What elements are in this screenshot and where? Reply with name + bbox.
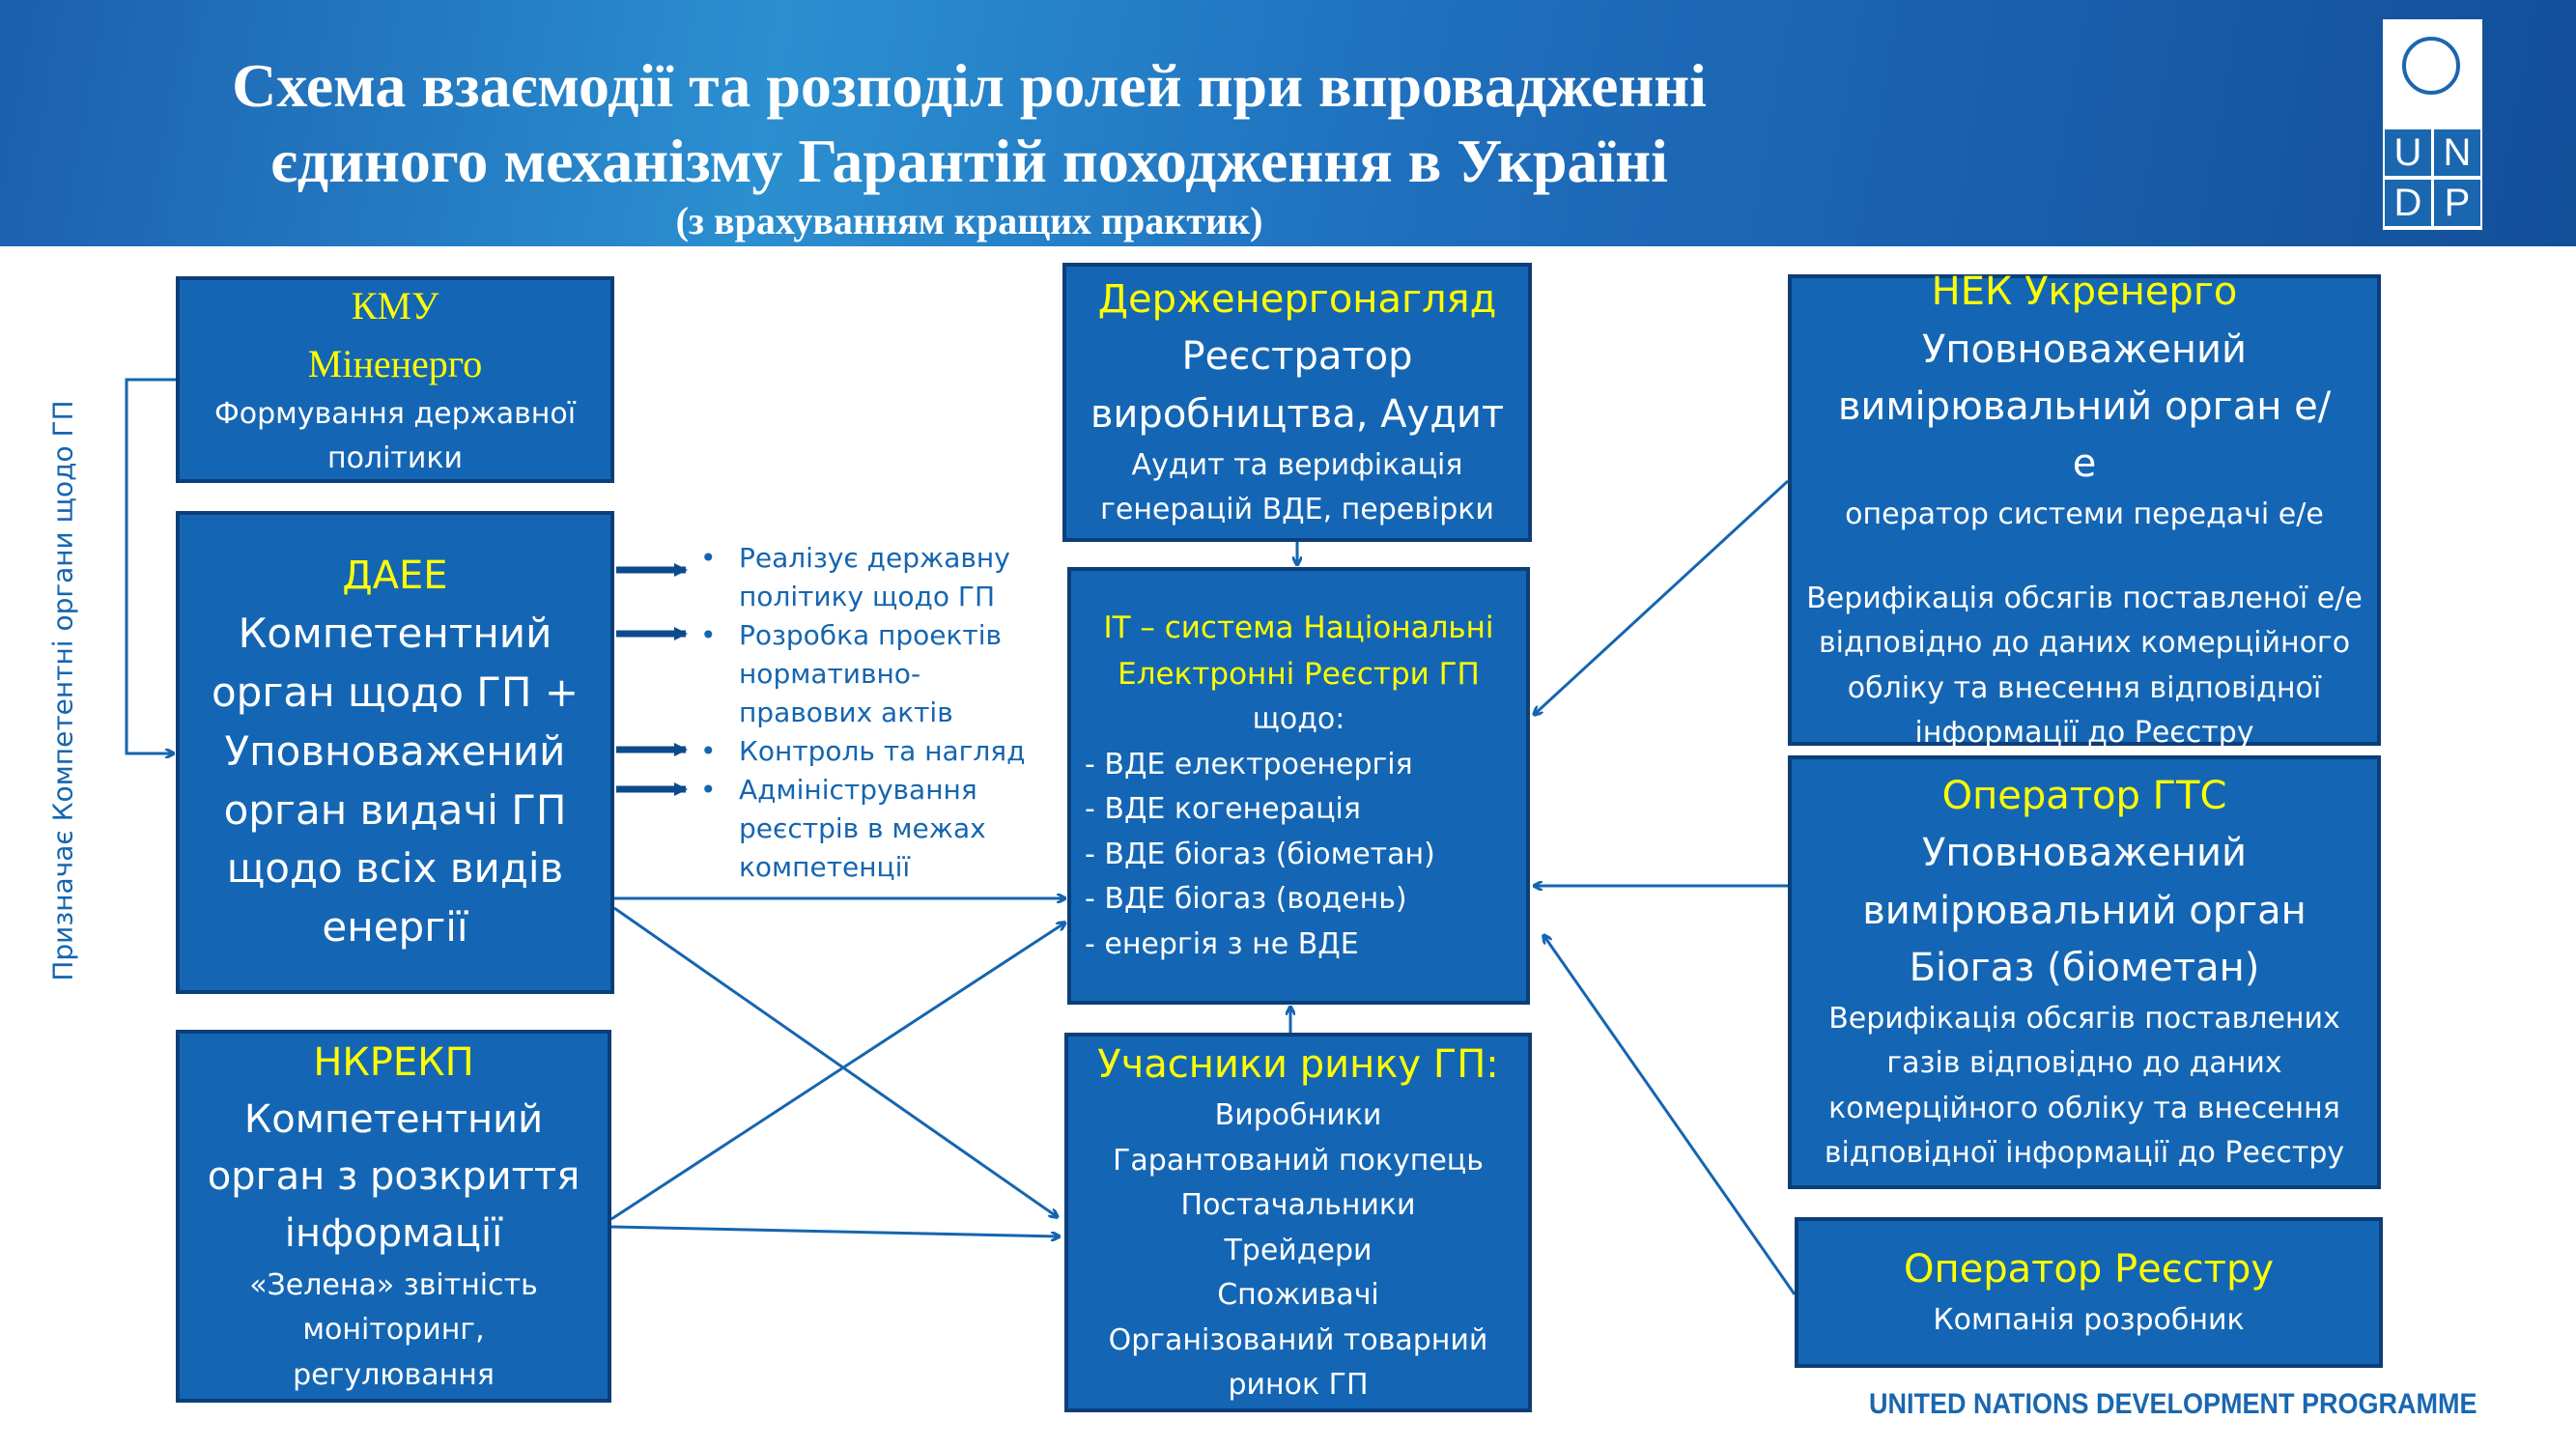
derzh-role: Реєстратор виробництва, Аудит [1090,334,1505,437]
gts-operator-box: Оператор ГТС Уповноважений вимірювальний… [1788,755,2381,1189]
arrow-nek-to-it [1534,479,1790,715]
list-item: Реалізує державну політику щодо ГП [700,539,1029,616]
list-item: - ВДЕ електроенергія [1085,747,1413,781]
nek-ukrenergo-box: НЕК Укренерго Уповноважений вимірювальни… [1788,270,2381,750]
un-emblem-icon [2402,37,2460,95]
it-title: IT – система Національні Електронні Реєс… [1103,610,1494,692]
market-participants-box: Учасники ринку ГП: Виробники Гарантовани… [1064,1033,1532,1412]
logo-letter: N [2434,129,2480,176]
derzh-title: Держенергонагляд [1097,277,1497,323]
list-item: Розробка проектів нормативно-правових ак… [700,616,1029,732]
kmu-subtitle: Міненерго [307,341,483,385]
list-item: - енергія з не ВДЕ [1085,926,1359,961]
subtitle: (з врахуванням кращих практик) [675,199,1263,242]
registry-desc: Компанія розробник [1933,1303,2245,1338]
arrow-kmu-to-daee [125,378,176,753]
gts-title: Оператор ГТС [1941,774,2227,819]
list-item: Контроль та нагляд [700,732,1029,771]
arrow-registry-to-it [1543,935,1797,1295]
nek-desc: Верифікація обсягів поставленої е/е відп… [1806,581,2363,751]
market-title: Учасники ринку ГП: [1097,1042,1499,1088]
nkrekp-note: «Зелена» звітність моніторинг, регулюван… [249,1267,538,1392]
nek-sub: оператор системи передачі е/е [1845,497,2324,532]
list-item: - ВДЕ когенерація [1085,792,1361,827]
list-item: Трейдери [1224,1233,1373,1267]
undp-logo: U N D P [2383,19,2482,230]
nkrekp-desc: Компетентний орган з розкриття інформаці… [207,1097,580,1257]
title-line-1: Схема взаємодії та розподіл ролей при вп… [232,51,1707,120]
footer-undp: UNITED NATIONS DEVELOPMENT PROGRAMME [1869,1388,2477,1420]
daee-functions-list: Реалізує державну політику щодо ГП Розро… [700,539,1029,887]
arrow-nkrekp-to-it [610,923,1065,1221]
derzhenergonahliad-box: Держенергонагляд Реєстратор виробництва,… [1062,263,1532,542]
it-sub: щодо: [1252,702,1345,737]
logo-letter: U [2385,129,2431,176]
header-banner: Схема взаємодії та розподіл ролей при вп… [0,0,2576,246]
logo-letter: P [2434,180,2480,226]
daee-title: ДАЕЕ [342,553,448,598]
nek-title: НЕК Укренерго [1931,270,2238,315]
side-label: Призначає Компетентні органи щодо ГП [46,400,79,981]
nek-role: Уповноважений вимірювальний орган е/е [1837,327,2332,486]
kmu-box: КМУ Міненерго Формування державної політ… [176,276,614,483]
kmu-desc: Формування державної політики [213,396,577,476]
list-item: Організований товарний ринок ГП [1108,1322,1488,1403]
nkrekp-box: НКРЕКП Компетентний орган з розкриття ін… [176,1030,611,1403]
list-item: Виробники [1214,1098,1382,1133]
daee-box: ДАЕЕ Компетентний орган щодо ГП + Уповно… [176,511,614,994]
list-item: - ВДЕ біогаз (водень) [1085,882,1407,917]
arrow-nkrekp-to-market [610,1225,1060,1236]
daee-desc: Компетентний орган щодо ГП + Уповноважен… [211,609,580,952]
registry-title: Оператор Реєстру [1903,1247,2275,1293]
nkrekp-title: НКРЕКП [313,1039,474,1085]
list-item: Адміністрування реєстрів в межах компете… [700,771,1029,887]
logo-letter: D [2385,180,2431,226]
registry-operator-box: Оператор Реєстру Компанія розробник [1795,1217,2383,1368]
title-line-2: єдиного механізму Гарантій походження в … [270,127,1668,195]
list-item: Постачальники [1180,1188,1416,1223]
gts-role: Уповноважений вимірювальний орган Біогаз… [1862,831,2307,990]
arrow-daee-to-market [613,906,1058,1217]
derzh-desc: Аудит та верифікація генерацій ВДЕ, пере… [1100,447,1494,527]
list-item: Гарантований покупець [1113,1143,1484,1178]
list-item: - ВДЕ біогаз (біометан) [1085,837,1435,871]
gts-desc: Верифікація обсягів поставлених газів ві… [1824,1001,2345,1171]
list-item: Споживачі [1217,1278,1379,1313]
kmu-title: КМУ [351,284,439,328]
it-registry-box: IT – система Національні Електронні Реєс… [1067,567,1530,1005]
